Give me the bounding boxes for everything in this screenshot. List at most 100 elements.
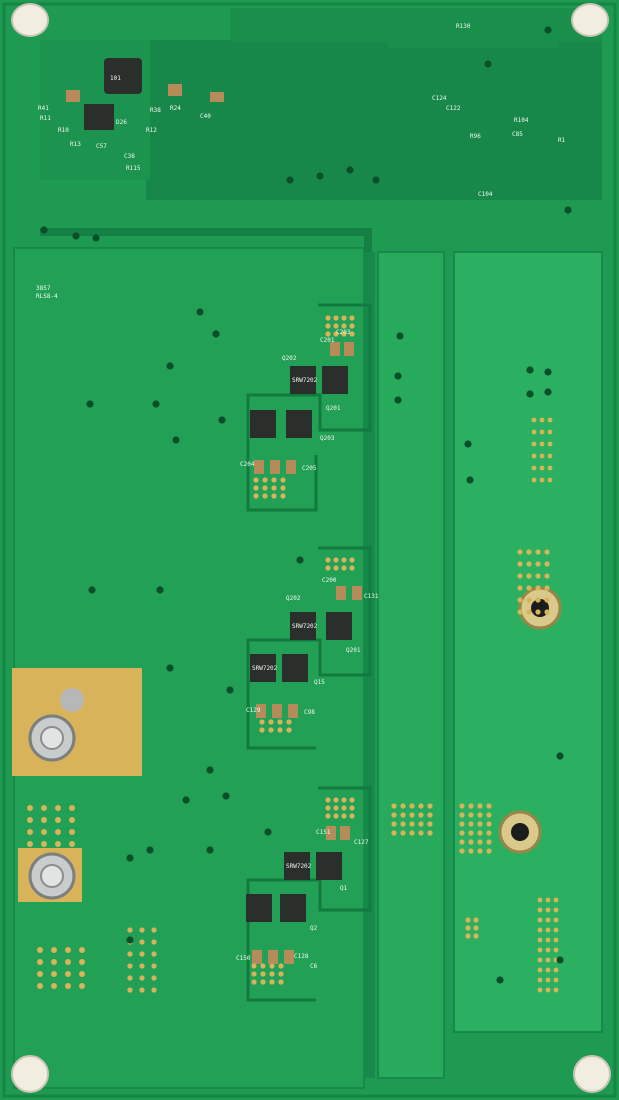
gold-pad	[545, 927, 551, 933]
gold-pad	[262, 477, 268, 483]
gold-pad	[127, 963, 133, 969]
capacitor-banks	[252, 342, 362, 964]
silk-stage1-5: C205	[302, 465, 317, 472]
gold-pad	[544, 573, 550, 579]
gold-pad	[151, 927, 157, 933]
gold-pad	[531, 429, 537, 435]
gold-pad	[79, 947, 85, 953]
gold-pad	[341, 323, 347, 329]
controller-ic	[84, 104, 114, 130]
gold-pad	[278, 963, 284, 969]
vias	[40, 26, 572, 984]
gold-pad	[545, 947, 551, 953]
silk-logo-0: 3857	[36, 285, 51, 292]
via	[556, 752, 564, 760]
gold-pad	[537, 957, 543, 963]
gold-pad	[547, 465, 553, 471]
silk-top-left-4: D26	[116, 119, 127, 126]
via	[212, 330, 220, 338]
gold-pad	[526, 585, 532, 591]
via	[218, 416, 226, 424]
gold-pad	[547, 417, 553, 423]
gold-pad	[278, 979, 284, 985]
brass-connector-1	[518, 586, 562, 630]
silk-stage1-0: C201	[320, 337, 335, 344]
silk-top-left-7: R38	[150, 107, 161, 114]
gold-pad	[65, 959, 71, 965]
power-pad-1	[12, 668, 142, 776]
gold-pad	[333, 331, 339, 337]
via	[544, 26, 552, 34]
silk-top-left-3: C57	[96, 143, 107, 150]
via	[146, 846, 154, 854]
silk-top-right-3: C122	[446, 105, 461, 112]
gold-pad	[477, 848, 483, 854]
gold-pad	[477, 830, 483, 836]
gold-pad	[139, 951, 145, 957]
gold-pad	[545, 977, 551, 983]
main-trace	[40, 228, 372, 252]
gold-pad	[253, 485, 259, 491]
gold-pad	[427, 803, 433, 809]
gold-pad	[537, 947, 543, 953]
gold-pad	[539, 477, 545, 483]
via	[466, 476, 474, 484]
gold-pad	[55, 817, 61, 823]
copper-pour-right	[453, 251, 603, 1033]
inductor	[104, 58, 142, 94]
via	[222, 792, 230, 800]
gold-pad	[486, 839, 492, 845]
silk-stage1-1: C203	[336, 329, 351, 336]
gold-pad	[349, 565, 355, 571]
gold-pad	[65, 971, 71, 977]
gold-pad	[459, 848, 465, 854]
silk-stage2-4: C129	[246, 707, 261, 714]
gold-pad	[333, 557, 339, 563]
via	[526, 366, 534, 374]
gold-pad	[151, 963, 157, 969]
gold-pad	[253, 477, 259, 483]
silk-stage3-4: C150	[236, 955, 251, 962]
gold-pad	[418, 821, 424, 827]
via	[316, 172, 324, 180]
gold-pad	[468, 848, 474, 854]
gold-pad	[547, 477, 553, 483]
gold-pad	[465, 925, 471, 931]
gold-pad	[486, 803, 492, 809]
via	[464, 440, 472, 448]
gold-pad	[27, 817, 33, 823]
gold-pad	[79, 959, 85, 965]
gold-pad	[537, 977, 543, 983]
via	[372, 176, 380, 184]
gold-pad	[259, 719, 265, 725]
gold-pad	[333, 315, 339, 321]
gold-pad	[260, 979, 266, 985]
gold-pad	[51, 947, 57, 953]
silk-top-right-5: R1	[558, 137, 566, 144]
gold-pad	[55, 841, 61, 847]
gold-pad	[459, 812, 465, 818]
gold-pad	[517, 609, 523, 615]
silk-stage2-1: C131	[364, 593, 379, 600]
gold-pad	[27, 841, 33, 847]
gold-pad	[468, 821, 474, 827]
gold-pad	[409, 821, 415, 827]
silk-stage1-4: C204	[240, 461, 255, 468]
gold-pad	[325, 315, 331, 321]
silk-top-right-2: C124	[432, 95, 447, 102]
gold-pad	[539, 465, 545, 471]
silk-top-left-11: R41	[38, 105, 49, 112]
silk-logo-1: RLS8-4	[36, 293, 58, 300]
via	[152, 400, 160, 408]
gold-pad	[553, 917, 559, 923]
mosfet-stage-3	[246, 852, 342, 922]
gold-pad	[325, 323, 331, 329]
gold-pad	[535, 561, 541, 567]
gold-pad	[259, 727, 265, 733]
gold-pad	[517, 585, 523, 591]
gold-pad	[517, 549, 523, 555]
gold-pad	[41, 805, 47, 811]
gold-pad	[325, 797, 331, 803]
